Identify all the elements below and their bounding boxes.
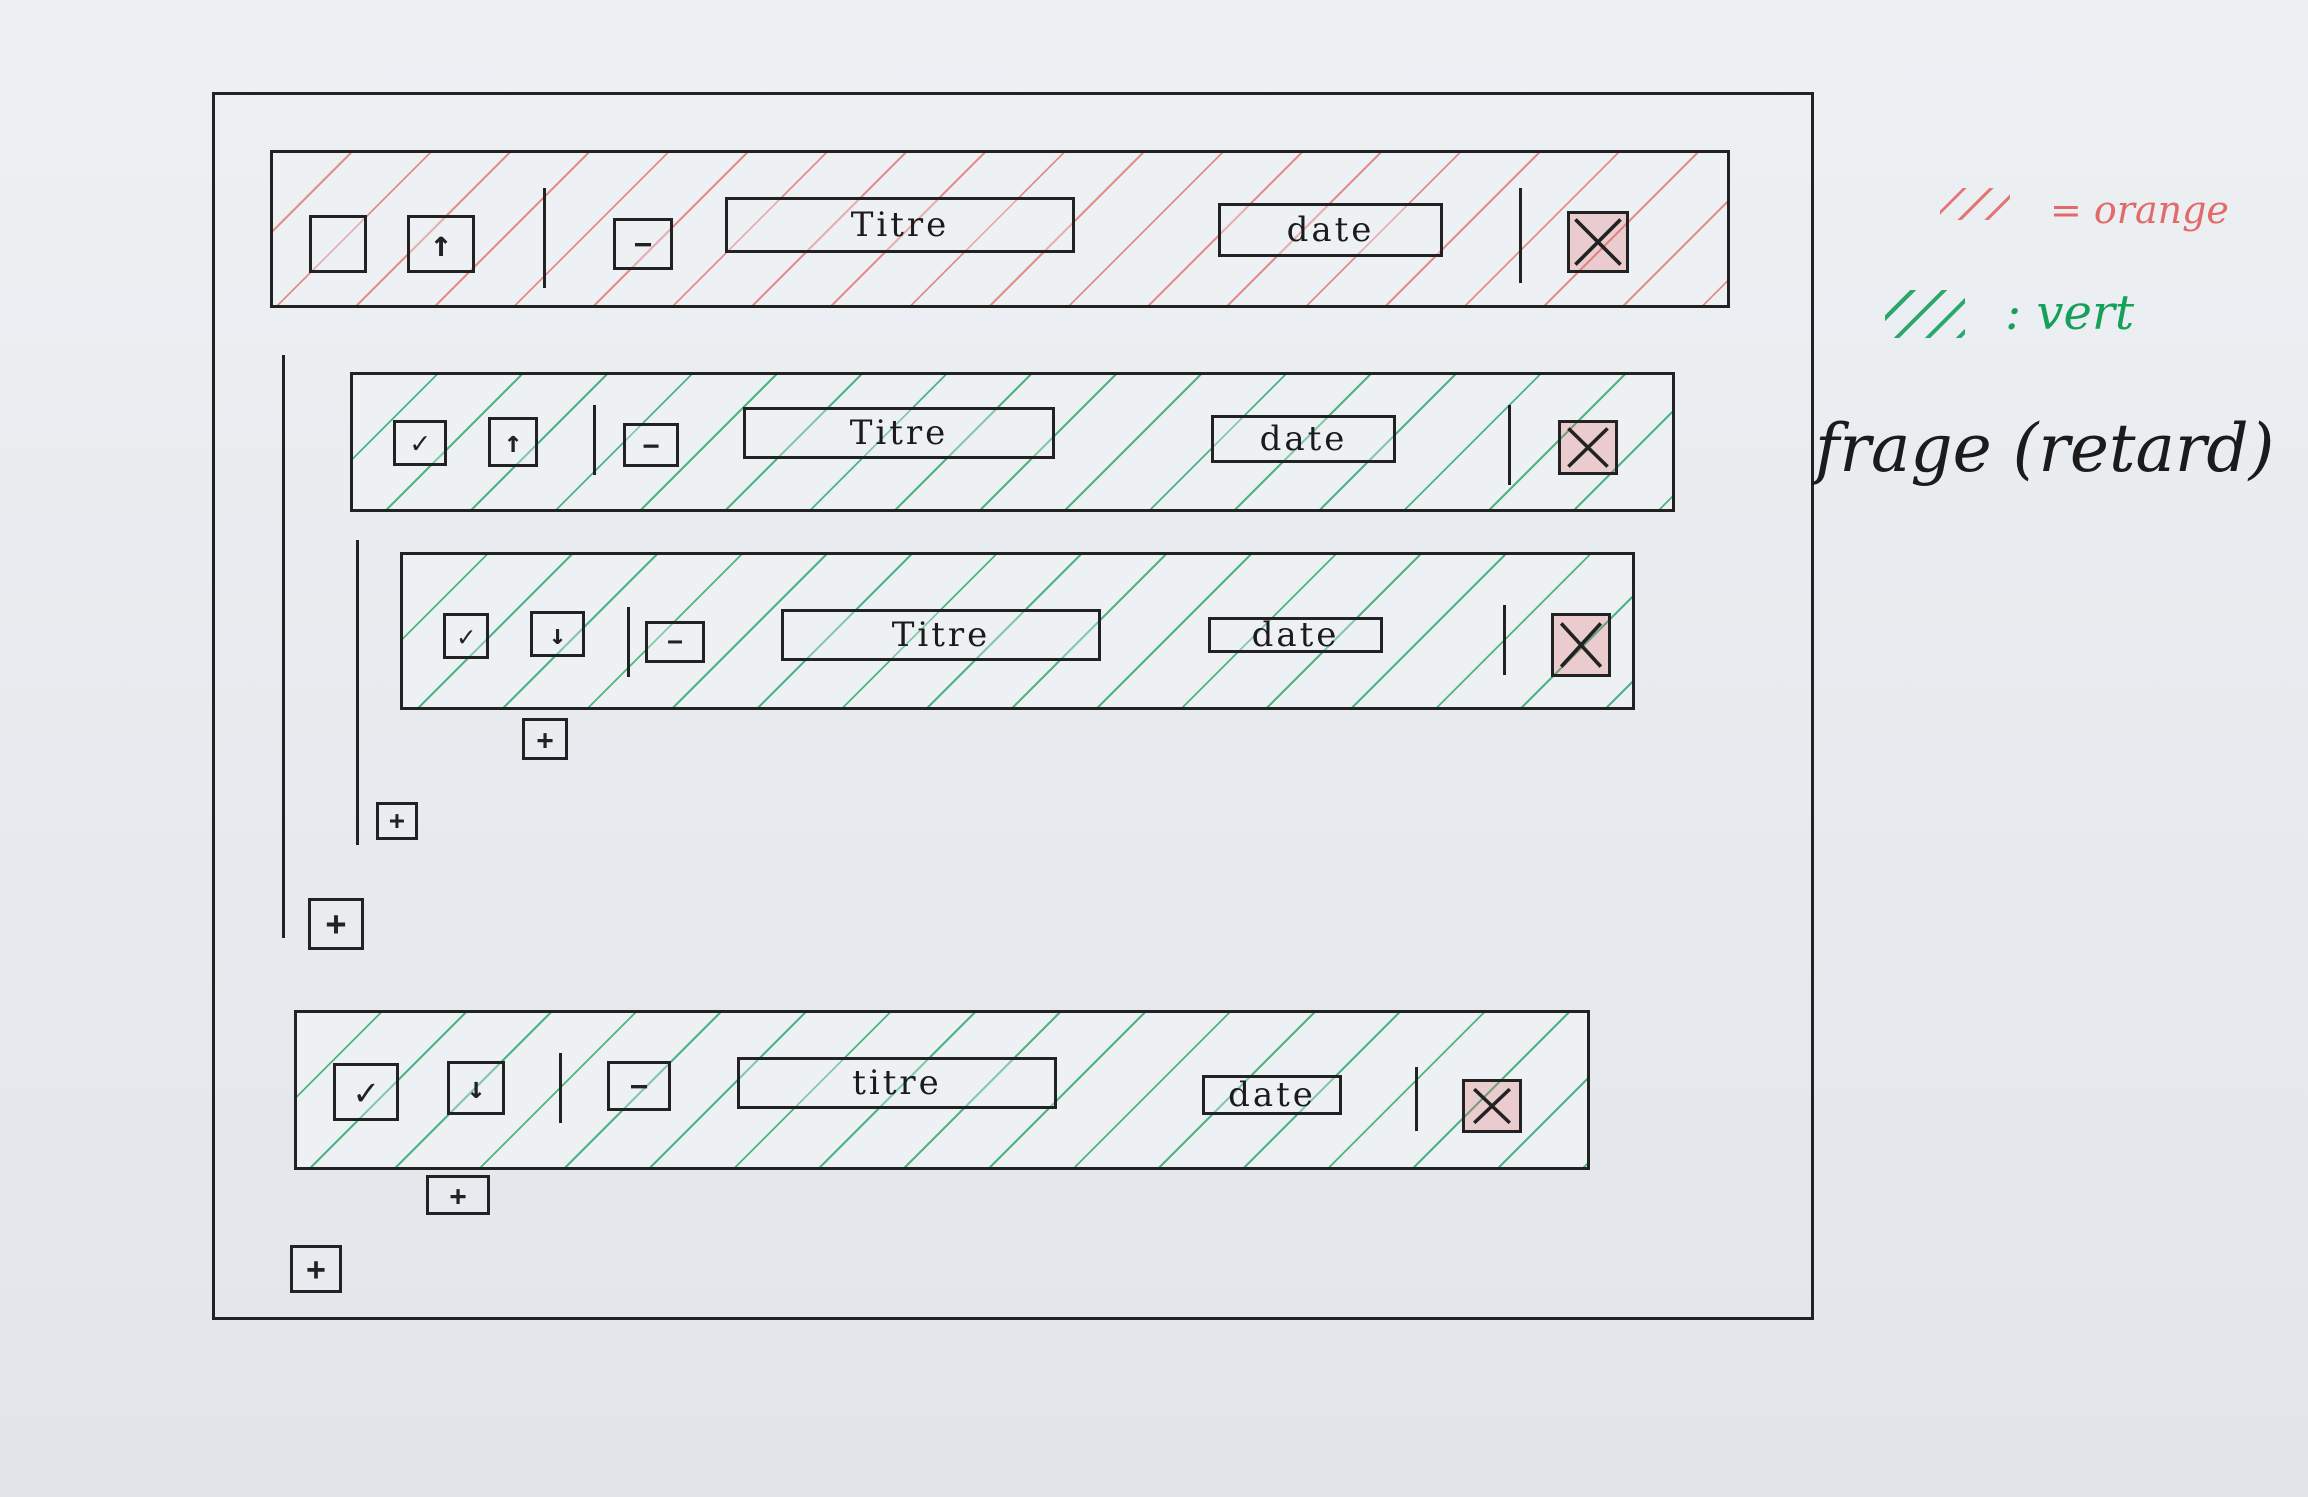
row-separator: [1508, 405, 1511, 485]
collapse-button[interactable]: −: [623, 423, 679, 467]
close-icon: [1472, 1087, 1512, 1125]
row-separator: [627, 607, 630, 677]
task-list-window: [212, 92, 1814, 1320]
move-up-button[interactable]: ↑: [407, 215, 475, 273]
legend-note: frage (retard): [1815, 410, 2275, 487]
collapse-button[interactable]: −: [645, 621, 705, 663]
complete-checkbox[interactable]: ✓: [443, 613, 489, 659]
add-subtask-button[interactable]: +: [376, 802, 418, 840]
title-input[interactable]: Titre: [781, 609, 1101, 661]
task-row-root: ✓ ↓ − titre date: [294, 1010, 1590, 1170]
legend-orange-label: = orange: [2050, 188, 2229, 232]
collapse-button[interactable]: −: [607, 1061, 671, 1111]
task-row-grandchild: ✓ ↓ − Titre date: [400, 552, 1635, 710]
legend-orange-hatch: [1940, 188, 2010, 220]
date-input[interactable]: date: [1211, 415, 1396, 463]
task-row-root: ↑ − Titre date: [270, 150, 1730, 308]
row-separator: [559, 1053, 562, 1123]
row-separator: [593, 405, 596, 475]
date-input[interactable]: date: [1208, 615, 1383, 655]
move-up-button[interactable]: ↑: [488, 417, 538, 467]
close-icon: [1567, 427, 1609, 468]
move-down-button[interactable]: ↓: [447, 1061, 505, 1115]
title-input[interactable]: titre: [737, 1057, 1057, 1109]
row-separator: [543, 188, 546, 288]
complete-checkbox[interactable]: ✓: [333, 1063, 399, 1121]
task-row-child: ✓ ↑ − Titre date: [350, 372, 1675, 512]
row-separator: [1503, 605, 1506, 675]
add-subtask-button[interactable]: +: [522, 718, 568, 760]
row-separator: [1415, 1067, 1418, 1131]
add-task-button[interactable]: +: [290, 1245, 342, 1293]
date-input[interactable]: date: [1218, 203, 1443, 257]
complete-checkbox[interactable]: ✓: [393, 420, 447, 466]
collapse-button[interactable]: −: [613, 218, 673, 270]
close-icon: [1574, 218, 1622, 266]
delete-button[interactable]: [1551, 613, 1611, 677]
close-icon: [1559, 622, 1603, 668]
title-input[interactable]: Titre: [743, 407, 1055, 459]
complete-checkbox[interactable]: [309, 215, 367, 273]
row-separator: [1519, 188, 1522, 283]
date-input[interactable]: date: [1202, 1075, 1342, 1115]
legend-green-hatch: [1885, 290, 1965, 338]
add-subtask-button[interactable]: +: [426, 1175, 490, 1215]
delete-button[interactable]: [1462, 1079, 1522, 1133]
indent-line: [282, 355, 285, 938]
title-input[interactable]: Titre: [725, 197, 1075, 253]
move-down-button[interactable]: ↓: [530, 611, 585, 657]
indent-line: [356, 540, 359, 845]
legend-green-label: : vert: [2005, 285, 2135, 341]
delete-button[interactable]: [1558, 420, 1618, 475]
add-subtask-button[interactable]: +: [308, 898, 364, 950]
delete-button[interactable]: [1567, 211, 1629, 273]
